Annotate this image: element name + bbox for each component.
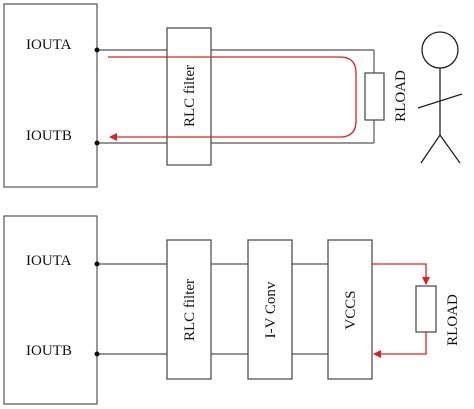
bottom-rlc-filter-label: RLC filter <box>182 279 198 341</box>
top-rlc-filter-label: RLC filter <box>182 65 198 127</box>
top-circuit: IOUTA IOUTB RLC filter RLOAD <box>3 3 463 188</box>
vccs-box <box>327 239 373 380</box>
terminal-dot-icon <box>94 140 100 146</box>
person-icon <box>417 31 463 164</box>
bottom-current-return <box>373 332 427 358</box>
top-iouta-label: IOUTA <box>26 37 72 53</box>
iv-conv-label: I-V Conv <box>263 281 279 338</box>
terminal-dot-icon <box>94 47 100 53</box>
vccs-label: VCCS <box>343 290 359 329</box>
bottom-ioutb-label: IOUTB <box>26 343 72 359</box>
top-current-path <box>108 56 357 141</box>
bottom-rlc-filter-box <box>166 239 212 380</box>
top-rlc-filter-box <box>166 27 212 166</box>
top-dac-panel <box>3 3 98 188</box>
terminal-dot-icon <box>94 261 100 267</box>
top-rload-label: RLOAD <box>393 70 409 122</box>
top-ioutb-label: IOUTB <box>26 128 72 144</box>
bottom-circuit: IOUTA IOUTB RLC filter I-V Conv VCCS RLO… <box>3 215 461 405</box>
iv-conv-box <box>247 239 293 380</box>
terminal-dot-icon <box>94 351 100 357</box>
bottom-rload-label: RLOAD <box>445 294 461 346</box>
resistor-icon <box>364 72 385 121</box>
resistor-icon <box>415 285 437 333</box>
bottom-dac-panel <box>3 215 98 405</box>
bottom-current-out <box>372 263 430 285</box>
bottom-iouta-label: IOUTA <box>26 253 72 269</box>
